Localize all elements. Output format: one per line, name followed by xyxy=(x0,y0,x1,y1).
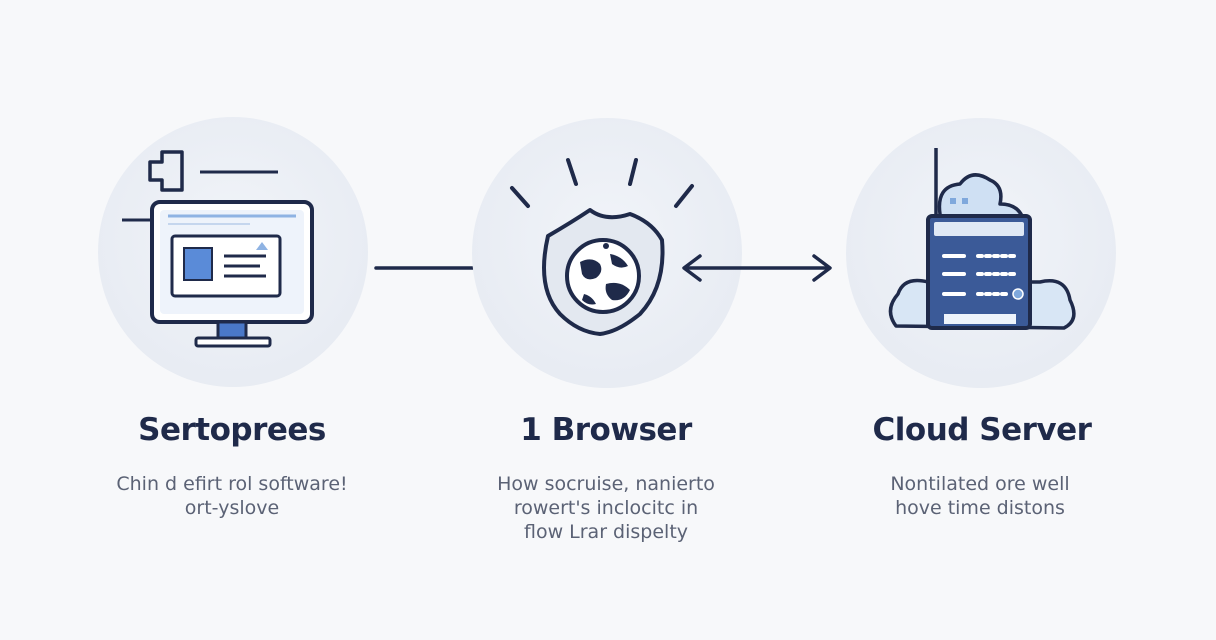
cloud-node-description: Nontilated ore well hove time distons xyxy=(890,473,1070,519)
browser-node-description: How socruise, nanierto rowert's inclocit… xyxy=(497,473,715,543)
desktop-node-description: Chin d efirt rol software! ort-yslove xyxy=(116,473,348,519)
desktop-node-title: Sertoprees xyxy=(138,412,326,448)
browser-node-title: 1 Browser xyxy=(520,412,692,448)
cloud-node-title: Cloud Server xyxy=(872,412,1092,448)
